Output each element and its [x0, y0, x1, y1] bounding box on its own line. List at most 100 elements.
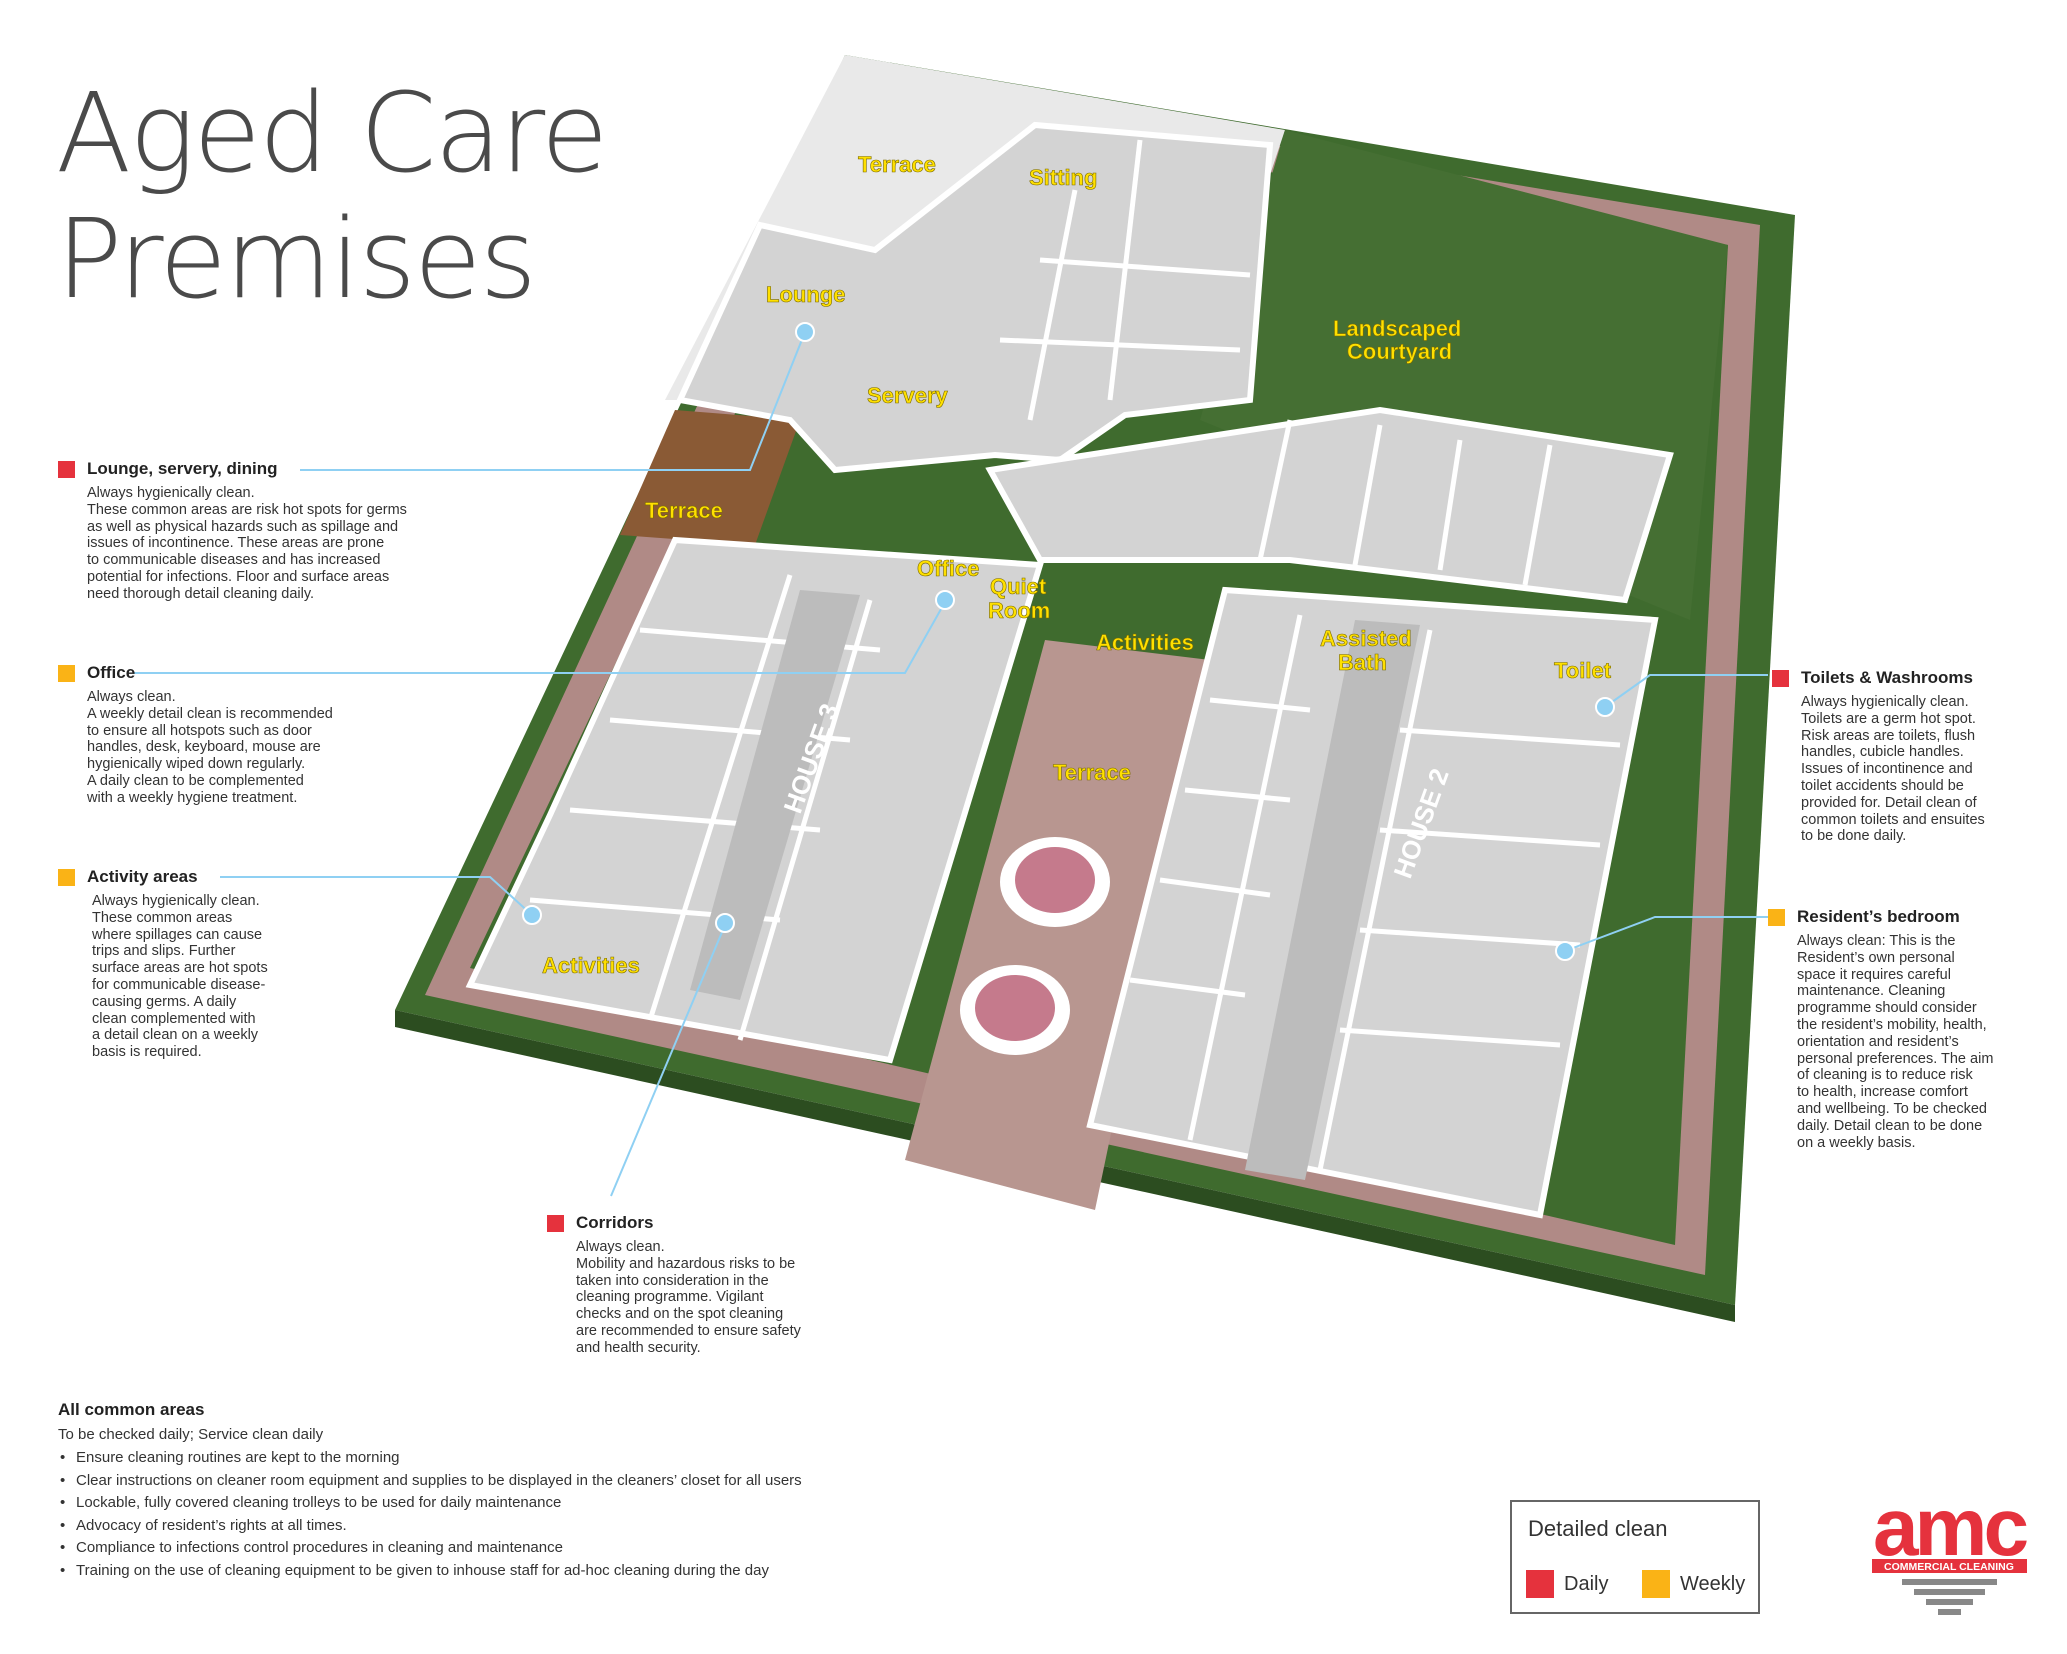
callout-line: Always clean: This is the [1797, 933, 1956, 949]
label-terrace-top: Terrace [858, 152, 936, 177]
label-activities-center: Activities [1096, 630, 1194, 655]
leader-dots [522, 322, 1615, 961]
callout-line: Resident’s own personal [1797, 949, 1955, 966]
page-title: Aged Care Premises [56, 70, 608, 323]
callout-line: basis is required. [92, 1044, 202, 1061]
callout-line: to be done daily. [1801, 828, 1907, 845]
logo-text: amc [1873, 1485, 2028, 1573]
common-sub: To be checked daily; Service clean daily [58, 1426, 324, 1443]
label-office: Office [917, 556, 979, 581]
callout-line: Mobility and hazardous risks to be [576, 1255, 796, 1272]
list-item: Clear instructions on cleaner room equip… [60, 1470, 802, 1493]
common-list: Ensure cleaning routines are kept to the… [58, 1447, 802, 1583]
weekly-marker [58, 664, 75, 682]
title-line-2: Premises [56, 195, 537, 323]
callout-line: Always clean. [87, 689, 176, 705]
label-servery: Servery [867, 383, 949, 408]
callout-activity-body: Always hygienically clean. These common … [92, 893, 268, 1061]
callout-bedroom-body: Always clean: This is the Resident’s own… [1797, 933, 1993, 1151]
callout-lounge: Lounge, servery, dining Always hygienica… [58, 459, 407, 603]
legend-weekly-label: Weekly [1680, 1572, 1746, 1595]
callout-toilets-title: Toilets & Washrooms [1801, 668, 1973, 687]
logo-tagline: COMMERCIAL CLEANING [1884, 1561, 2014, 1573]
list-item: Advocacy of resident’s rights at all tim… [60, 1515, 802, 1538]
callout-line: Always clean. [576, 1239, 665, 1255]
weekly-marker [1768, 908, 1785, 926]
callout-line: taken into consideration in the [576, 1272, 769, 1289]
list-item: Lockable, fully covered cleaning trolley… [60, 1492, 802, 1515]
common-heading: All common areas [58, 1400, 205, 1419]
callout-line: hygienically wiped down regularly. [87, 756, 306, 773]
label-room: Room [988, 598, 1050, 623]
weekly-marker [58, 868, 75, 886]
callout-line: trips and slips. Further [92, 943, 236, 960]
callout-office-body: Always clean. A weekly detail clean is r… [87, 689, 333, 807]
callout-line: Always hygienically clean. [92, 893, 260, 909]
callout-line: causing germs. A daily [92, 993, 237, 1010]
label-lounge: Lounge [766, 282, 845, 307]
label-bath: Bath [1338, 650, 1387, 675]
callout-line: personal preferences. The aim [1797, 1050, 1994, 1067]
callout-line: clean complemented with [92, 1010, 256, 1027]
callout-line: to health, increase comfort [1797, 1084, 1968, 1101]
label-terrace-left: Terrace [645, 498, 723, 523]
label-toilet: Toilet [1554, 658, 1612, 683]
callout-line: programme should consider [1797, 1000, 1977, 1017]
callout-corridors-body: Always clean. Mobility and hazardous ris… [576, 1239, 801, 1357]
callout-activity-title: Activity areas [87, 867, 198, 886]
callout-line: These common areas [92, 909, 233, 926]
daily-swatch [1526, 1570, 1554, 1598]
list-item: Ensure cleaning routines are kept to the… [60, 1447, 802, 1470]
callout-toilets: Toilets & Washrooms Always hygienically … [1772, 668, 1985, 845]
callout-line: Always hygienically clean. [87, 485, 255, 501]
common-areas: All common areas To be checked daily; Se… [58, 1400, 802, 1583]
callout-line: Toilets are a germ hot spot. [1801, 710, 1976, 727]
label-assisted: Assisted [1320, 626, 1412, 651]
callout-line: orientation and resident’s [1797, 1033, 1959, 1050]
callout-line: where spillages can cause [92, 926, 263, 943]
callout-line: potential for infections. Floor and surf… [87, 568, 390, 585]
callout-line: checks and on the spot cleaning [576, 1306, 784, 1323]
callout-line: with a weekly hygiene treatment. [87, 789, 298, 806]
daily-marker [58, 460, 75, 478]
label-sitting: Sitting [1029, 165, 1097, 190]
callout-line: to communicable diseases and has increas… [87, 552, 381, 569]
legend-daily: Daily [1526, 1570, 1608, 1598]
label-landscaped: Landscaped [1333, 316, 1461, 341]
callout-line: common toilets and ensuites [1801, 811, 1985, 828]
callout-line: A weekly detail clean is recommended [87, 705, 333, 722]
callout-lounge-body: Always hygienically clean. These common … [87, 485, 407, 603]
label-courtyard: Courtyard [1347, 339, 1452, 364]
callout-line: as well as physical hazards such as spil… [87, 518, 399, 535]
callout-line: and wellbeing. To be checked [1797, 1100, 1987, 1117]
callout-line: Risk areas are toilets, flush [1801, 727, 1976, 744]
callout-line: Always hygienically clean. [1801, 694, 1969, 710]
label-quiet: Quiet [990, 574, 1047, 599]
callout-line: need thorough detail cleaning daily. [87, 585, 315, 602]
callout-bedroom: Resident’s bedroom Always clean: This is… [1768, 907, 1993, 1151]
terrace-left-deck [620, 410, 800, 545]
planters [960, 837, 1110, 1055]
label-terrace-center: Terrace [1053, 760, 1131, 785]
daily-marker [1772, 669, 1789, 687]
callout-corridors: Corridors Always clean. Mobility and haz… [547, 1213, 801, 1357]
callout-line: a detail clean on a weekly [92, 1027, 259, 1044]
callout-line: for communicable disease- [92, 976, 266, 993]
callout-line: These common areas are risk hot spots fo… [87, 501, 407, 518]
callout-line: handles, desk, keyboard, mouse are [87, 739, 321, 756]
callout-line: cleaning programme. Vigilant [576, 1289, 764, 1306]
callout-line: and health security. [576, 1339, 701, 1356]
callout-line: the resident’s mobility, health, [1797, 1016, 1987, 1033]
weekly-swatch [1642, 1570, 1670, 1598]
callout-corridors-title: Corridors [576, 1213, 654, 1232]
list-item: Training on the use of cleaning equipmen… [60, 1560, 802, 1583]
legend: Detailed clean Daily Weekly [1510, 1500, 1760, 1614]
callout-line: maintenance. Cleaning [1797, 983, 1946, 1000]
callout-line: A daily clean to be complemented [87, 772, 304, 789]
callout-line: of cleaning is to reduce risk [1797, 1067, 1973, 1084]
callout-line: on a weekly basis. [1797, 1134, 1916, 1151]
legend-weekly: Weekly [1642, 1570, 1745, 1598]
leader-lines [133, 331, 1768, 1197]
callout-line: provided for. Detail clean of [1801, 794, 1977, 811]
